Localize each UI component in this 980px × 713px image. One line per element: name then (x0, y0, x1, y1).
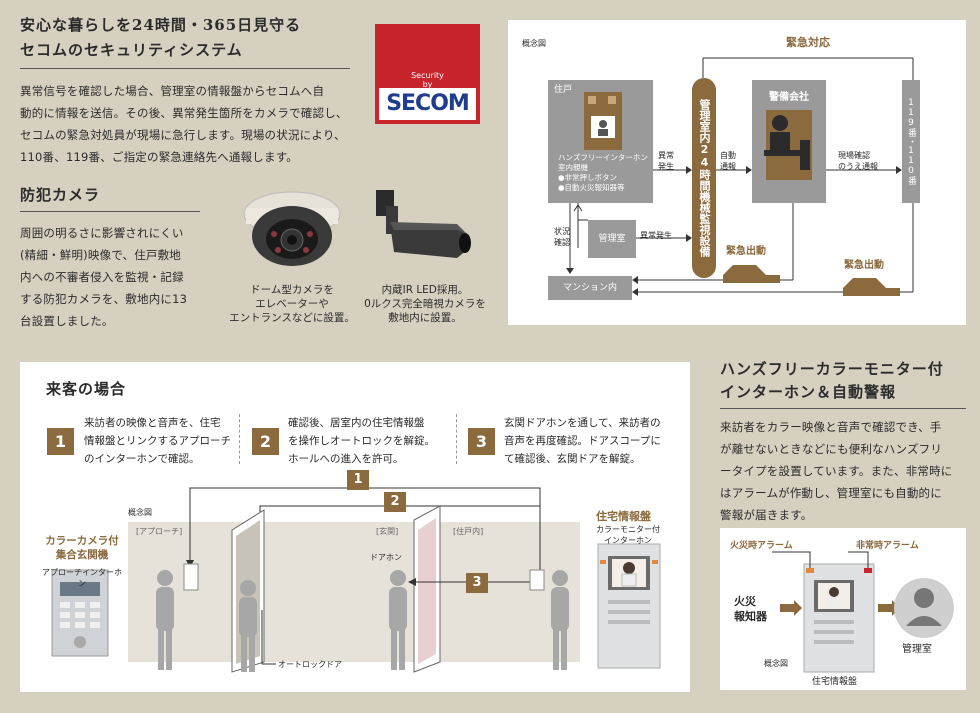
autolock-label: オートロックドア (278, 660, 342, 669)
secom-logo: Security by SECOM (375, 24, 480, 124)
bullet-camera-icon (376, 190, 471, 258)
visitor-heading: 来客の場合 (46, 380, 127, 398)
abnormal-label: 異常発生 (658, 151, 674, 171)
bullet-caption: 内蔵IR LED採用。 0ルクス完全暗視カメラを 敷地内に設置。 (364, 284, 486, 324)
security-company-label: 警備会社 (769, 92, 809, 103)
visitor-concept-label: 概念図 (128, 508, 152, 517)
admin-room-label: 管理室 (902, 644, 932, 655)
visitor-panel: 来客の場合 1 来訪者の映像と音声を、住宅情報盤とリンクするアプローチのインター… (20, 362, 690, 692)
handsfree-diagram (772, 551, 954, 673)
site-check-label: 現場確認のうえ通報 (838, 151, 878, 171)
dome-caption: ドーム型カメラを エレベーターや エントランスなどに設置。 (229, 284, 355, 324)
step-3-text: 玄関ドアホンを通して、来訪者の音声を再度確認。ドアスコープにて確認後、玄関ドアを… (504, 417, 661, 465)
auto-report-label: 自動通報 (720, 151, 736, 171)
security-heading-1: 安心な暮らしを24時間・365日見守る (20, 16, 302, 34)
dome-camera-icon (243, 191, 341, 266)
camera-rule (20, 211, 200, 212)
heading-rule (20, 68, 350, 69)
fire-alarm-label: 火災時アラーム (730, 541, 793, 551)
handsfree-concept-label: 概念図 (764, 659, 788, 668)
arrow-1-badge: 1 (347, 470, 369, 490)
camera-heading: 防犯カメラ (20, 186, 101, 204)
monitor-system-box: 管理室内24時間機械監視設備 (692, 78, 716, 278)
arrow-3-badge: 3 (466, 573, 488, 593)
dispatch1-label: 緊急出動 (726, 246, 766, 257)
mansion-box: マンション内 (548, 276, 632, 300)
fire-detector-label: 火災報知器 (734, 595, 767, 623)
secom-wordmark: SECOM (386, 91, 470, 116)
color-camera-label: カラーカメラ付集合玄関機 (45, 535, 119, 561)
home-panel-label: 住宅情報盤 (596, 510, 651, 523)
unit-label: 住戸 (554, 85, 573, 95)
handsfree-rule (720, 408, 966, 409)
approach-intercom-label: アプローチインターホン (42, 568, 122, 588)
entrance-label: [玄関] (376, 527, 399, 536)
handsfree-heading-2: インターホン＆自動警報 (720, 383, 897, 401)
security-flow-lines (548, 57, 914, 296)
handsfree-diagram-panel: 火災時アラーム 非常時アラーム 火災報知器 管理室 概念図 住宅情報盤 (720, 528, 966, 690)
step-2-text: 確認後、居室内の住宅情報盤を操作しオートロックを解錠。ホールへの進入を許可。 (288, 417, 435, 465)
visitor-scene (51, 487, 661, 673)
security-diagram-panel: 概念図 (508, 20, 966, 325)
admin-room-box: 管理室 (588, 220, 636, 258)
step-divider (456, 414, 457, 464)
handsfree-heading-1: ハンズフリーカラーモニター付 (720, 360, 944, 378)
emergency-numbers-box: 119番・110番 (902, 80, 920, 203)
camera-paragraph: 周囲の明るさに影響されにくい (精細・鮮明)映像で、住戸敷地 内への不審者侵入を… (20, 226, 188, 328)
intercom-lines: ハンズフリーインターホン 室内親機 ●非常押しボタン ●自動火災報知器等 (558, 153, 648, 192)
step-1-text: 来訪者の映像と音声を、住宅情報盤とリンクするアプローチのインターホンで確認。 (84, 417, 231, 465)
emergency-response-label: 緊急対応 (786, 36, 830, 49)
doorphone-label: ドアホン (370, 553, 402, 562)
security-paragraph: 異常信号を確認した場合、管理室の情報盤からセコムへ自 動的に情報を送信。その後、… (20, 84, 348, 164)
arrow-2-badge: 2 (384, 492, 406, 512)
dispatch2-label: 緊急出動 (844, 260, 884, 271)
concept-label: 概念図 (522, 39, 546, 48)
step-2-number: 2 (252, 428, 279, 455)
abnormal2-label: 異常発生 (640, 231, 672, 240)
inside-unit-label: [住戸内] (453, 527, 484, 536)
step-1-number: 1 (47, 428, 74, 455)
approach-label: [アプローチ] (136, 527, 183, 536)
color-monitor-label: カラーモニター付インターホン (596, 525, 660, 545)
emergency-alarm-label: 非常時アラーム (856, 541, 919, 551)
step-3-number: 3 (468, 428, 495, 455)
handsfree-paragraph: 来訪者をカラー映像と音声で確認でき、手 が離せないときなどにも便利なハンズフリ … (720, 420, 953, 522)
security-heading-2: セコムのセキュリティシステム (20, 41, 243, 59)
step-divider (239, 414, 240, 464)
status-check-label: 状況確認 (554, 227, 570, 247)
handsfree-home-panel-label: 住宅情報盤 (812, 677, 858, 687)
